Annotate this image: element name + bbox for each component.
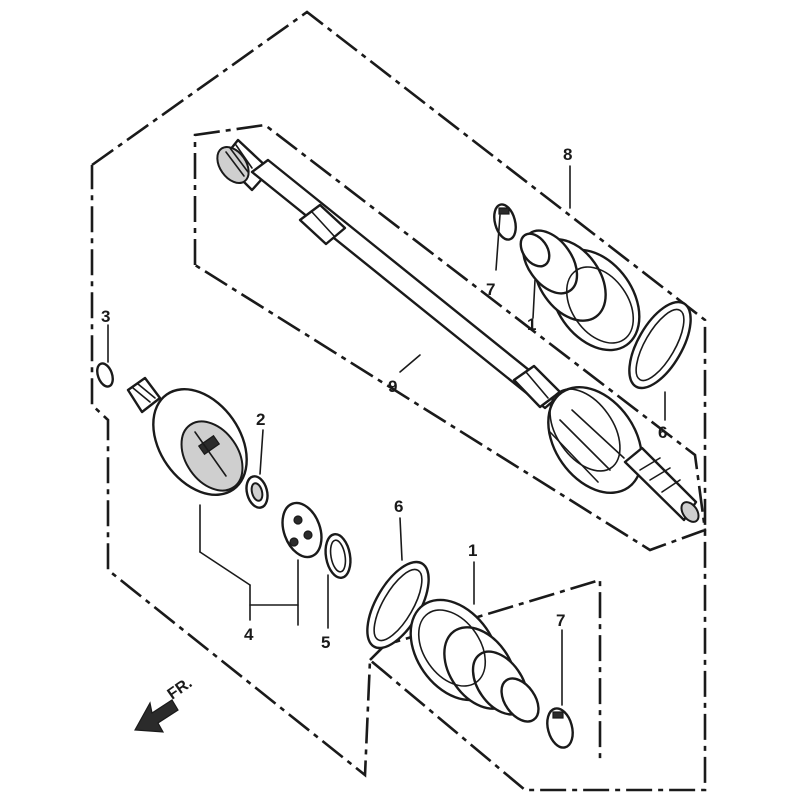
callout-6-bottom: 6 [394,497,403,516]
callout-7-top: 7 [486,280,495,299]
callout-9: 9 [388,377,397,396]
callout-6-top: 6 [658,423,667,442]
nut-2 [245,475,269,509]
boot-lower-1 [409,598,540,723]
front-direction-arrow: FR. [134,675,196,733]
clamp-small-lower-7 [546,707,574,749]
callout-3: 3 [101,307,110,326]
arrow-icon [134,699,179,733]
snap-ring-5 [324,533,352,579]
clamp-small-upper-7 [493,203,517,241]
boot-kit-bracket [369,578,602,760]
callout-7-bottom: 7 [556,611,565,630]
callout-1-bottom: 1 [468,541,477,560]
callout-1-top: 1 [527,315,536,334]
callout-4: 4 [244,625,254,644]
leader-lines [107,165,666,706]
inboard-joint-housing [126,376,248,496]
callout-2: 2 [256,410,265,429]
direction-label: FR. [165,675,196,704]
band-large-upper-6 [628,300,692,390]
circlip-3 [96,362,114,388]
callout-labels: 8 7 1 6 9 3 2 4 5 6 1 7 [101,145,667,652]
shaft-outline-9 [193,123,707,552]
callout-8: 8 [563,145,572,164]
callout-5: 5 [321,633,330,652]
boot-upper-1 [519,229,641,352]
joint-set-4 [281,501,323,559]
driveshaft-9 [216,138,700,523]
